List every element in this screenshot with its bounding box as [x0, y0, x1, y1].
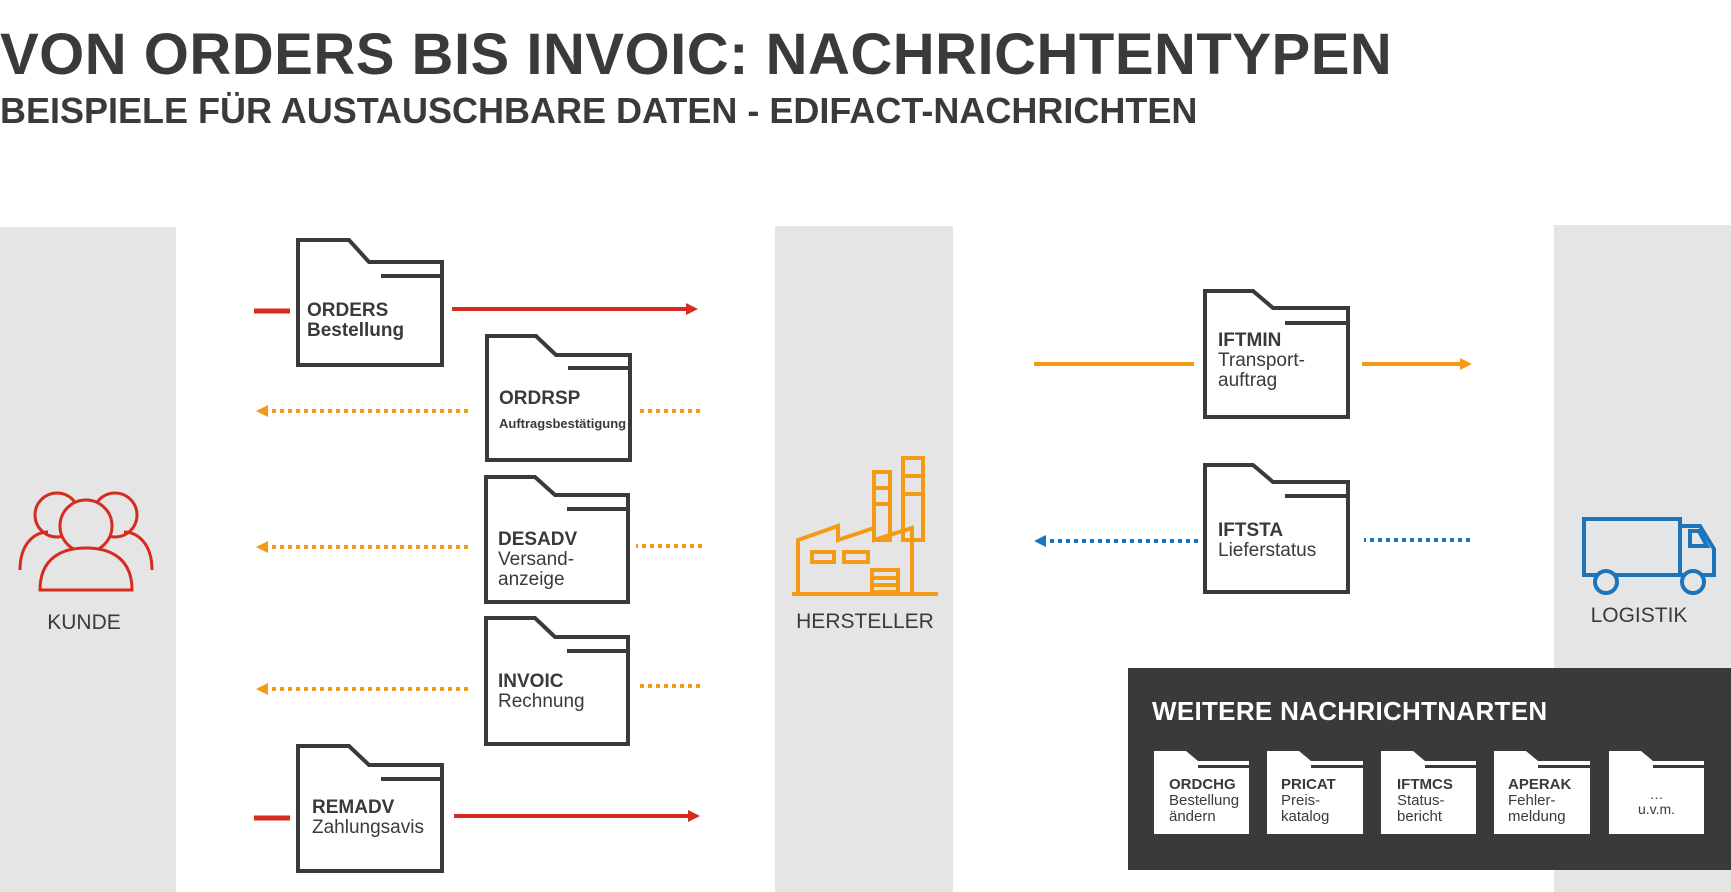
folder-icon — [1203, 289, 1350, 419]
folder-icon — [1154, 751, 1249, 834]
message-code: IFTMIN — [1218, 330, 1282, 351]
arrow-desadv — [256, 541, 702, 553]
folder-icon — [1609, 751, 1704, 834]
users-group-icon — [18, 491, 154, 592]
message-code: APERAK — [1508, 776, 1572, 793]
folder-icon — [485, 334, 632, 462]
page-subtitle: BEISPIELE FÜR AUSTAUSCHBARE DATEN - EDIF… — [0, 90, 1198, 131]
message-desc: Preis- — [1281, 791, 1321, 809]
message-remadv: REMADV Zahlungsavis — [312, 798, 424, 838]
folder-icon — [1494, 751, 1590, 834]
message-desc: u.v.m. — [1637, 800, 1676, 817]
more-item-ordchg: ORDCHG Bestellung ändern — [1169, 777, 1239, 824]
message-desc: auftrag — [1218, 369, 1278, 391]
message-code: IFTMCS — [1397, 776, 1453, 793]
message-desc: Zahlungsavis — [312, 816, 424, 838]
message-desc: Fehler- — [1508, 791, 1556, 809]
message-desc: Bestellung — [1169, 791, 1240, 809]
message-desc: Transport- — [1218, 349, 1305, 371]
message-code: PRICAT — [1281, 776, 1336, 793]
message-code: IFTSTA — [1218, 520, 1284, 541]
factory-icon — [792, 456, 938, 596]
folder-icon — [484, 475, 630, 604]
folder-icon — [1267, 751, 1363, 834]
message-desc: katalog — [1281, 807, 1330, 825]
message-desc: Bestellung — [307, 319, 405, 341]
message-desc: bericht — [1397, 807, 1443, 825]
actor-kunde-label: KUNDE — [47, 611, 121, 634]
arrow-iftsta — [1034, 535, 1470, 547]
message-desc: anzeige — [498, 568, 565, 590]
more-item-uvm: … u.v.m. — [1609, 787, 1704, 816]
more-item-aperak: APERAK Fehler- meldung — [1508, 777, 1571, 824]
actor-logistik-label: LOGISTIK — [1590, 604, 1688, 627]
folder-icon — [1381, 751, 1476, 834]
actor-hersteller-label: HERSTELLER — [796, 610, 934, 633]
message-iftsta: IFTSTA Lieferstatus — [1218, 521, 1316, 561]
message-desc: Versand- — [498, 548, 575, 570]
message-code: DESADV — [498, 529, 578, 550]
folder-icon — [1203, 463, 1350, 594]
more-item-iftmcs: IFTMCS Status- bericht — [1397, 777, 1453, 824]
folder-icon — [296, 744, 444, 873]
message-desc: Auftragsbestätigung — [499, 415, 627, 431]
message-invoic: INVOIC Rechnung — [498, 672, 585, 712]
message-code: ORDRSP — [499, 388, 581, 409]
more-message-types-title: WEITERE NACHRICHTNARTEN — [1152, 696, 1548, 726]
message-desadv: DESADV Versand- anzeige — [498, 530, 577, 590]
ellipsis-text: … — [1649, 786, 1664, 802]
folder-icon — [484, 616, 630, 746]
truck-icon — [1582, 517, 1716, 595]
page-title: VON ORDERS BIS INVOIC: NACHRICHTENTYPEN — [0, 22, 1393, 87]
arrow-remadv — [254, 810, 700, 822]
message-code: INVOIC — [498, 671, 564, 692]
folder-icon — [296, 238, 444, 367]
message-desc: ändern — [1169, 807, 1216, 825]
message-code: ORDCHG — [1169, 776, 1236, 793]
message-code: REMADV — [312, 797, 395, 818]
message-orders: ORDERS Bestellung — [307, 301, 404, 341]
message-iftmin: IFTMIN Transport- auftrag — [1218, 331, 1305, 391]
arrow-orders — [254, 303, 698, 315]
more-item-pricat: PRICAT Preis- katalog — [1281, 777, 1336, 824]
message-desc: Lieferstatus — [1218, 539, 1317, 561]
lane-hersteller — [775, 226, 953, 892]
arrow-invoic — [256, 683, 700, 695]
message-ordrsp: ORDRSP Auftragsbestätigung — [499, 389, 626, 431]
message-desc: Rechnung — [498, 690, 585, 712]
message-desc: meldung — [1508, 807, 1566, 825]
message-desc: Status- — [1397, 791, 1445, 809]
message-code: ORDERS — [307, 300, 389, 321]
